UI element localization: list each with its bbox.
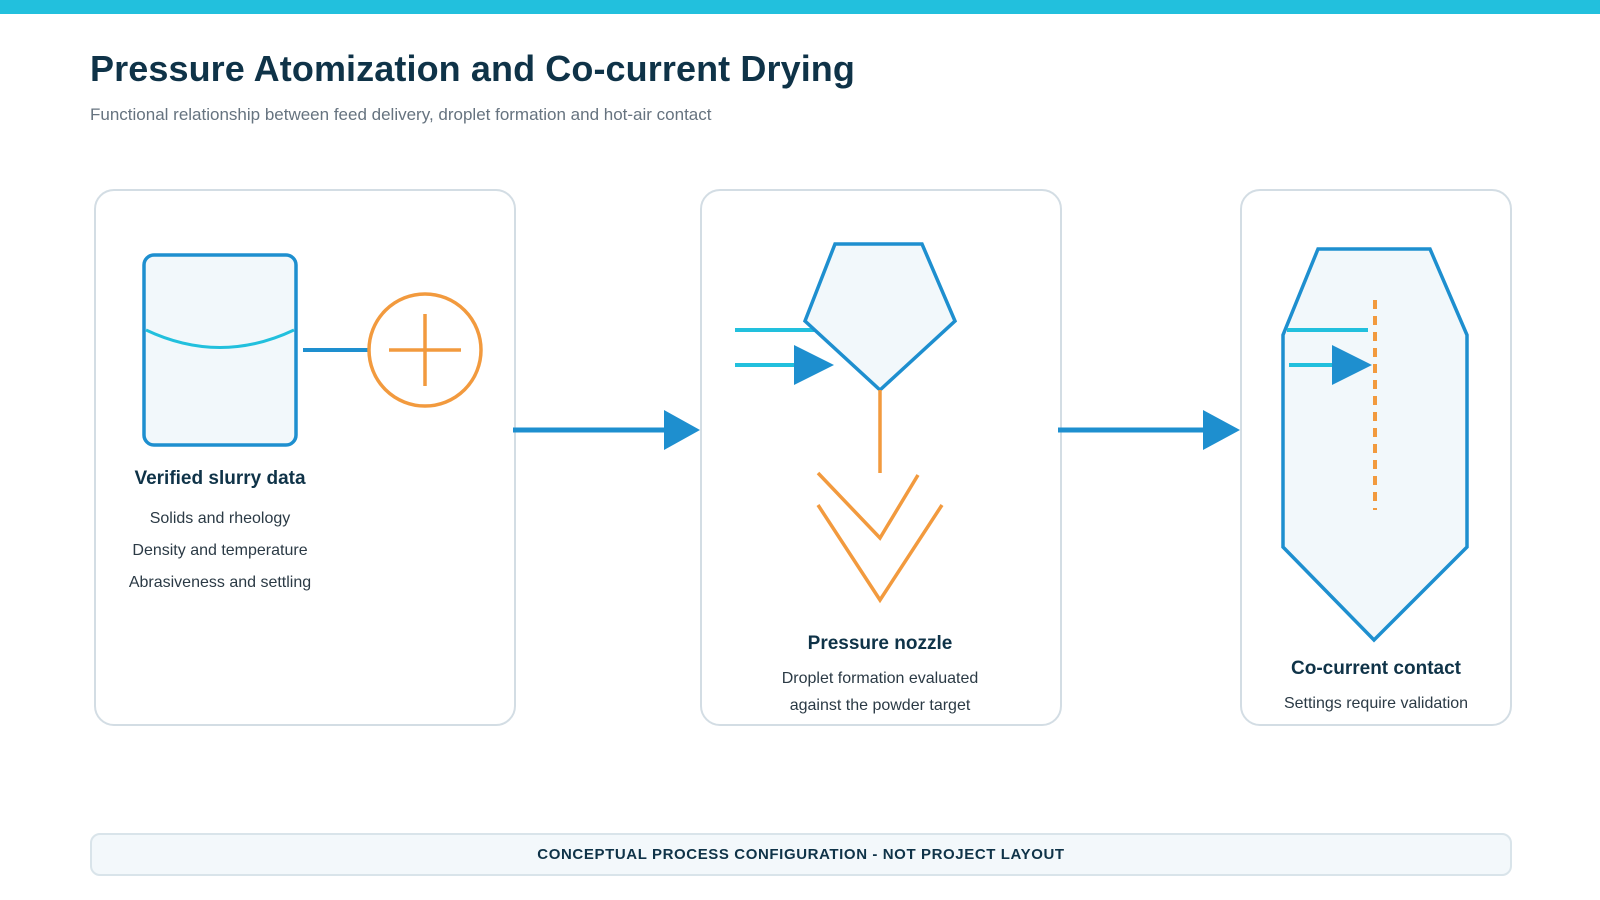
page-subtitle: Functional relationship between feed del…	[90, 105, 712, 124]
nozzle-stage-title: Pressure nozzle	[807, 633, 953, 654]
header-accent-bar	[0, 0, 1600, 14]
pump-icon	[367, 292, 483, 408]
nozzle-description-line: against the powder target	[789, 697, 971, 714]
spray-cone-icon	[816, 471, 944, 604]
feed-item: Solids and rheology	[149, 510, 291, 527]
footer-disclaimer-text: CONCEPTUAL PROCESS CONFIGURATION - NOT P…	[537, 846, 1065, 863]
nozzle-icon	[802, 242, 958, 393]
footer-disclaimer-banner: CONCEPTUAL PROCESS CONFIGURATION - NOT P…	[90, 833, 1512, 876]
dryer-stage-title: Co-current contact	[1291, 658, 1461, 679]
feed-tank-icon	[142, 253, 298, 447]
flow-arrow-icon	[1058, 410, 1240, 450]
nozzle-description-line: Droplet formation evaluated	[781, 670, 979, 687]
air-inlet-arrow-icon	[735, 345, 834, 385]
page-title: Pressure Atomization and Co-current Dryi…	[90, 48, 855, 89]
feed-item: Density and temperature	[132, 542, 308, 559]
dryer-description-line: Settings require validation	[1283, 695, 1469, 712]
flow-arrow-icon	[513, 410, 700, 450]
feed-item: Abrasiveness and settling	[128, 574, 312, 591]
feed-stage-title: Verified slurry data	[134, 468, 306, 489]
hot-air-arrow-icon	[1289, 345, 1372, 385]
